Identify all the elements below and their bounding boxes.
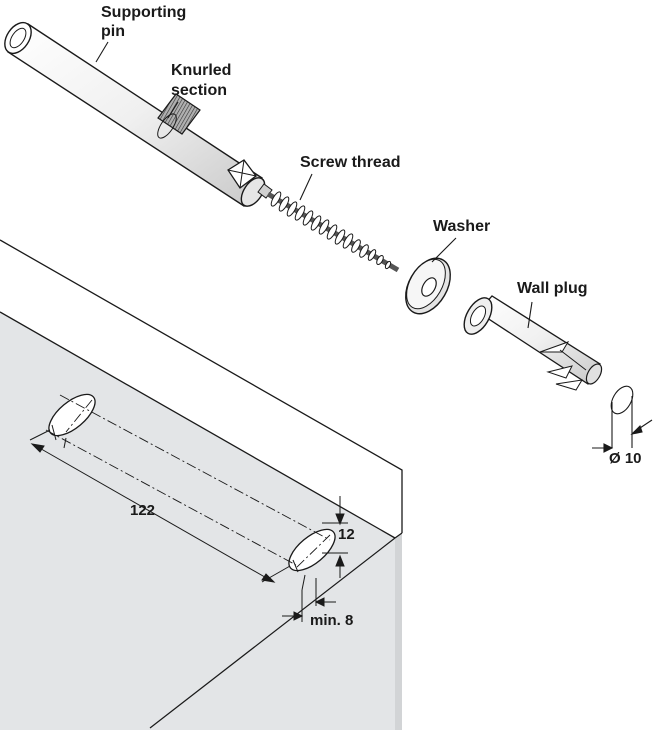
leader-lines	[95, 41, 533, 329]
dimension-122-line	[29, 429, 291, 583]
label-screw-thread: Screw thread	[300, 154, 401, 171]
screw-thread	[266, 191, 400, 273]
label-knurled-1: Knurled	[171, 62, 232, 79]
dim-spacing: 122	[130, 502, 156, 519]
shelf-side-face	[0, 312, 395, 730]
hole-left	[48, 393, 96, 449]
hole-right	[288, 528, 336, 591]
label-supporting-pin-2: pin	[101, 23, 125, 40]
label-supporting-pin-1: Supporting	[101, 4, 187, 21]
dimension-min8-line	[282, 578, 336, 622]
drill-hole-diameter	[592, 385, 653, 453]
dim-diameter: Ø 10	[609, 450, 642, 467]
shelf-panel	[0, 239, 403, 730]
label-knurled-2: section	[171, 82, 228, 99]
knurled-band	[157, 93, 201, 135]
dimension-12-line	[322, 496, 348, 578]
dim-hole-height: 12	[338, 526, 355, 543]
dim-min-depth: min. 8	[310, 612, 354, 629]
hole-centre-lines	[45, 394, 331, 569]
label-wall-plug: Wall plug	[517, 280, 588, 297]
wall-plug	[463, 295, 603, 391]
supporting-pin	[4, 21, 273, 207]
washer	[405, 257, 451, 315]
shelf-top-edge	[0, 240, 402, 538]
label-washer: Washer	[433, 218, 491, 235]
shelf-front-face	[395, 533, 402, 730]
